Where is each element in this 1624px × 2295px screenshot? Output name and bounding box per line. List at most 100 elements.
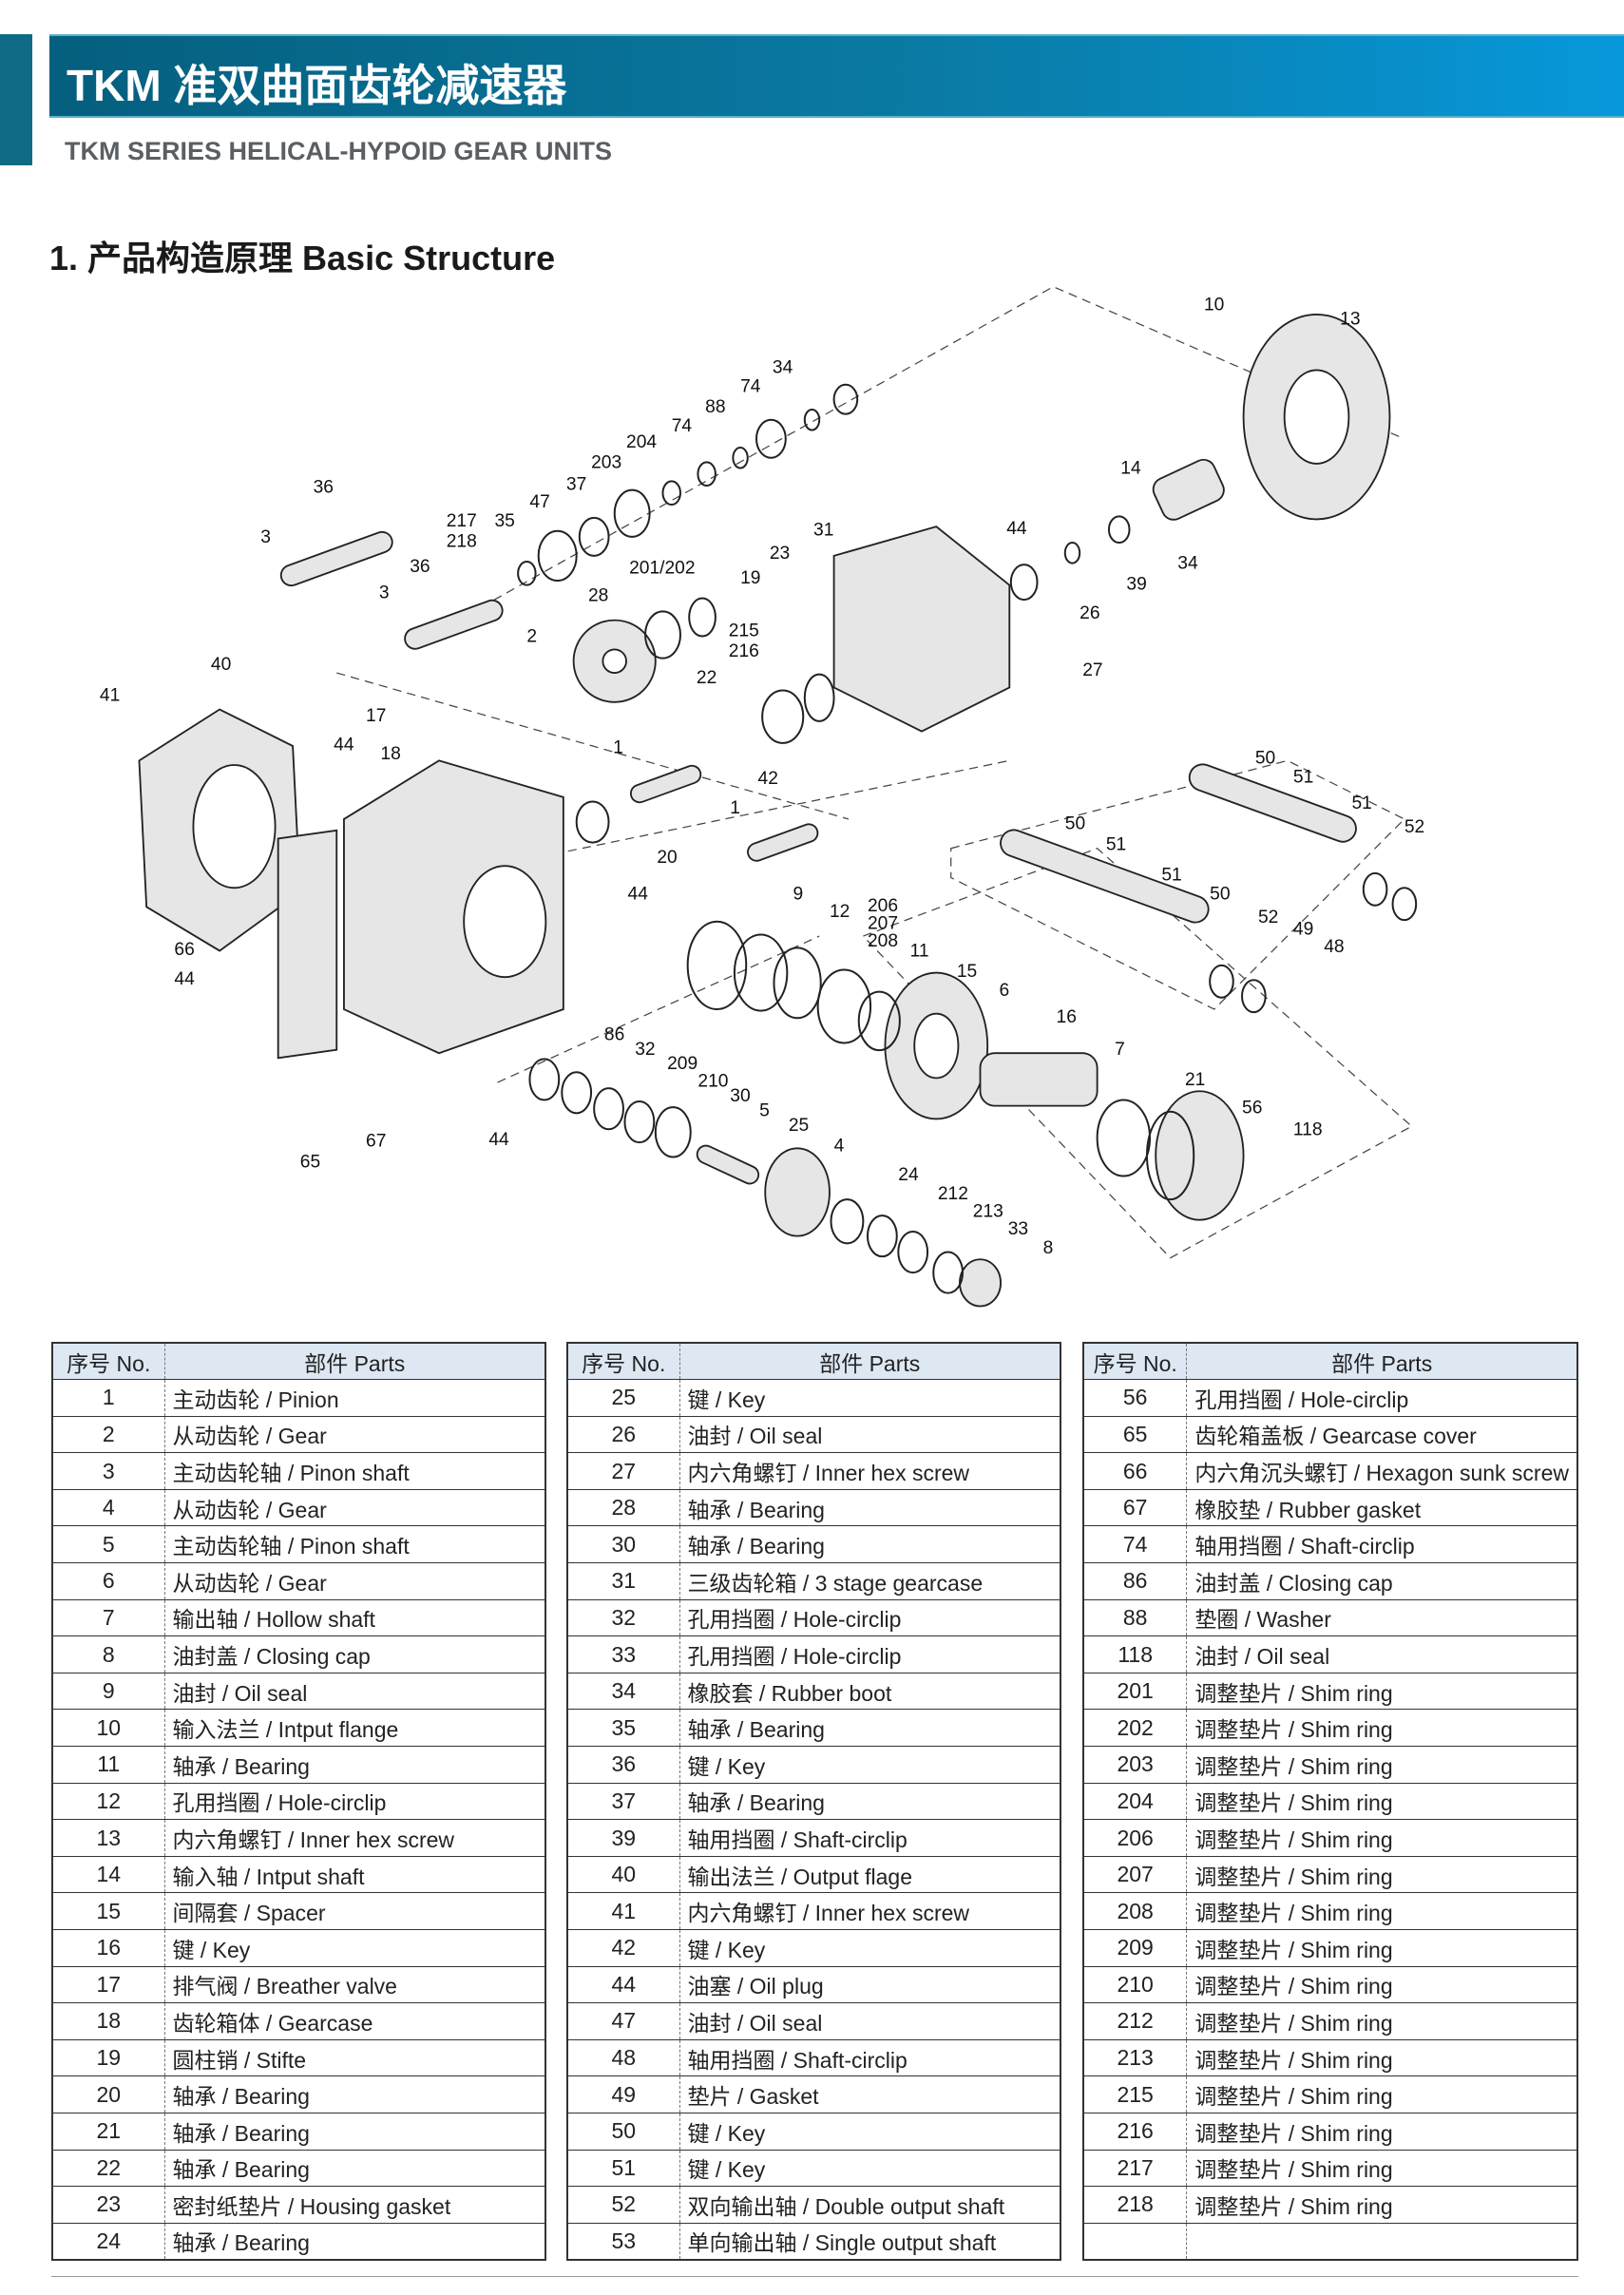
callout-label: 210 [697,1072,728,1092]
callout-label: 36 [410,557,430,577]
part-name: 油封 / Oil seal [164,1673,545,1711]
part-number: 17 [52,1966,165,2004]
part-number: 32 [567,1599,680,1637]
part-name: 从动齿轮 / Gear [164,1416,545,1454]
part-number: 52 [567,2186,680,2224]
part-name: 孔用挡圈 / Hole-circlip [679,1635,1060,1673]
part-name: 油封盖 / Closing cap [164,1635,545,1673]
part-name: 主动齿轮轴 / Pinon shaft [164,1525,545,1564]
single-output-shaft [1000,829,1210,924]
callout-label: 51 [1293,767,1313,787]
part-number: 31 [567,1562,680,1600]
column-header-parts: 部件 Parts [1186,1343,1577,1381]
callout-label: 44 [628,885,649,905]
part-number: 65 [1083,1416,1188,1454]
part-number: 6 [52,1562,165,1600]
callout-label: 33 [1008,1219,1028,1239]
callout-label: 1 [613,738,623,758]
part-name: 主动齿轮轴 / Pinon shaft [164,1452,545,1490]
part-name: 油塞 / Oil plug [679,1966,1060,2004]
part-name: 轴承 / Bearing [679,1525,1060,1564]
input-shaft [1152,458,1225,521]
part-name: 轴承 / Bearing [164,2075,545,2113]
callout-label: 201/202 [629,558,695,578]
part-name: 轴用挡圈 / Shaft-circlip [679,1819,1060,1857]
callout-label: 204 [626,432,657,452]
footer-divider [51,2276,1578,2277]
part-name: 调整垫片 / Shim ring [1186,1819,1577,1857]
pinion-shaft-3b [404,599,504,650]
part-number: 67 [1083,1489,1188,1527]
part-name: 从动齿轮 / Gear [164,1489,545,1527]
part-number: 10 [52,1709,165,1748]
callout-label: 22 [697,668,716,688]
part-name: 调整垫片 / Shim ring [1186,1856,1577,1894]
column-header-parts: 部件 Parts [679,1343,1060,1381]
part-name: 孔用挡圈 / Hole-circlip [164,1783,545,1821]
part-number: 1 [52,1379,165,1417]
callout-label: 25 [789,1116,809,1136]
part-name: 内六角螺钉 / Inner hex screw [679,1892,1060,1930]
callout-label: 31 [813,520,833,540]
callout-label: 216 [729,641,759,661]
part-callouts: 101334748874204203374736321721835363201/… [100,295,1424,1258]
part-name: 轴承 / Bearing [679,1709,1060,1748]
callout-label: 24 [898,1165,919,1185]
callout-label: 11 [910,942,929,962]
part-number: 36 [567,1746,680,1784]
rings-and-bearings [517,383,1418,1294]
part-number: 213 [1083,2039,1188,2077]
part-name: 单向输出轴 / Single output shaft [679,2223,1060,2261]
part-number: 66 [1083,1452,1188,1490]
part-number: 86 [1083,1562,1188,1600]
pinion-shaft-3 [279,530,393,587]
part-name: 键 / Key [679,2113,1060,2151]
part-name: 孔用挡圈 / Hole-circlip [679,1599,1060,1637]
callout-label: 10 [1204,295,1224,315]
column-header-no: 序号 No. [567,1343,680,1381]
callout-label: 13 [1340,310,1360,330]
callout-label: 44 [488,1130,509,1150]
part-name: 孔用挡圈 / Hole-circlip [1186,1379,1577,1417]
callout-label: 40 [211,655,231,675]
callout-label: 48 [1324,937,1344,957]
part-number: 4 [52,1489,165,1527]
callout-label: 88 [705,397,725,417]
callout-label: 65 [300,1152,320,1172]
callout-label: 2 [526,627,537,647]
part-number: 215 [1083,2075,1188,2113]
column-header-no: 序号 No. [52,1343,165,1381]
callout-label: 21 [1185,1070,1205,1090]
callout-label: 7 [1115,1040,1125,1060]
page-subtitle: TKM SERIES HELICAL-HYPOID GEAR UNITS [65,137,613,165]
part-name: 油封 / Oil seal [679,2002,1060,2040]
part-name: 内六角螺钉 / Inner hex screw [164,1819,545,1857]
callout-label: 19 [740,568,760,588]
